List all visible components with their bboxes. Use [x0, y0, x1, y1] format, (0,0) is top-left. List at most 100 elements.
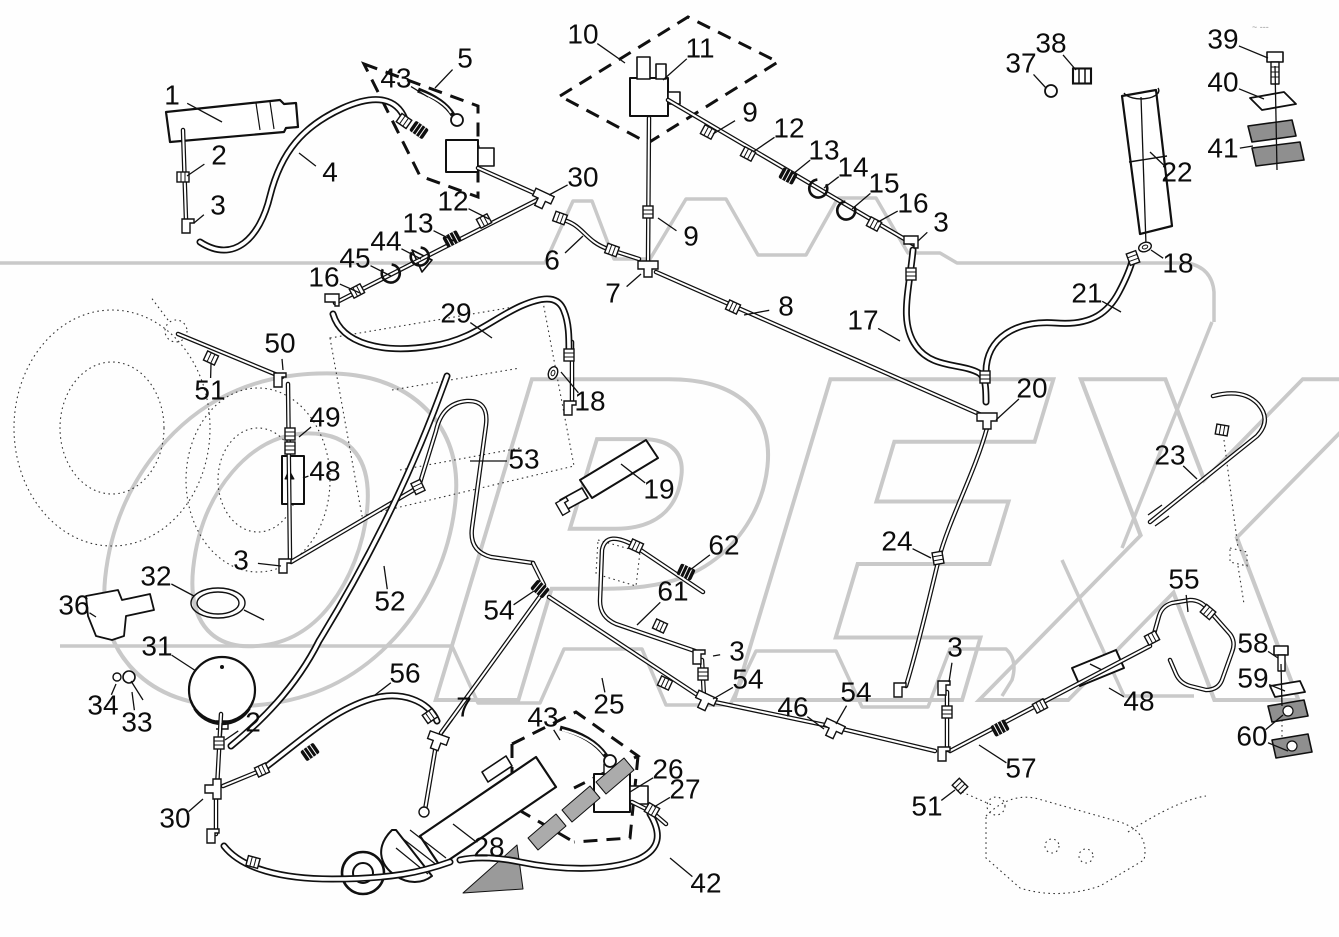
part-solid	[527, 813, 567, 851]
nut-facets	[869, 218, 879, 230]
fitting-nut	[1199, 603, 1217, 621]
fitting-nut	[739, 145, 757, 163]
part-detail-arc	[196, 591, 240, 615]
callout-9: 9	[742, 96, 758, 127]
gray-phantom-line	[60, 644, 1016, 709]
pipe-core	[1151, 598, 1235, 692]
nut-facets	[412, 482, 424, 492]
fitting-elbow	[903, 235, 919, 249]
callout-leader-44	[401, 248, 422, 260]
fitting-dark	[676, 563, 696, 581]
fittings-layer	[176, 67, 1230, 870]
fitting-elbow	[324, 293, 340, 307]
nut-facets	[425, 710, 435, 722]
fitting-dark	[300, 743, 320, 761]
tee-body	[531, 187, 556, 210]
dotted-silhouette	[1229, 547, 1248, 567]
callout-5: 5	[457, 42, 473, 73]
callout-54: 54	[483, 594, 514, 625]
callout-56: 56	[389, 657, 420, 688]
pipe-core	[949, 645, 1151, 752]
fitting-nut	[656, 675, 674, 691]
page-artifact: ~ ---	[1252, 22, 1269, 32]
callout-leader-1	[186, 102, 223, 123]
part-circle	[450, 113, 464, 127]
fitting-nut	[642, 205, 654, 219]
part-solid	[255, 101, 275, 131]
callout-leader-40	[1238, 88, 1265, 100]
callout-8: 8	[778, 290, 794, 321]
nut-body	[951, 777, 969, 795]
callout-23: 23	[1154, 439, 1185, 470]
nut-body	[1071, 67, 1093, 85]
tee-body	[822, 717, 847, 740]
clamp-body	[808, 178, 829, 199]
part-solid	[1249, 91, 1297, 111]
callout-leader-56	[374, 682, 392, 696]
elbow-body	[206, 828, 220, 844]
callout-leader-3	[712, 654, 721, 657]
tee-body	[976, 412, 998, 430]
callout-2: 2	[211, 139, 227, 170]
callout-leader-27	[653, 796, 671, 808]
dotted-silhouette	[329, 301, 575, 517]
axis-line	[1140, 96, 1147, 246]
fitting-nut	[176, 171, 190, 183]
elbow-body	[937, 746, 951, 762]
fitting-nut	[563, 348, 575, 362]
nut-facets	[954, 780, 966, 792]
callout-13: 13	[402, 207, 433, 238]
nut-facets	[285, 431, 295, 437]
part-solid	[281, 455, 305, 505]
fitting-nut	[284, 427, 296, 441]
callout-13: 13	[808, 134, 839, 165]
callout-leader-3	[193, 214, 205, 224]
callout-20: 20	[1016, 372, 1047, 403]
callout-leader-30	[548, 184, 568, 196]
callout-leader-49	[298, 426, 312, 438]
callout-leader-60	[1265, 714, 1284, 731]
nut-facets	[180, 172, 186, 182]
part-solid	[1251, 141, 1305, 167]
fitting-nut	[284, 441, 296, 455]
nut-body	[931, 550, 945, 566]
nut-body	[284, 441, 296, 455]
elbow-body	[278, 558, 292, 574]
fitting-nut	[410, 478, 426, 496]
pipe-core	[177, 333, 283, 378]
callout-54: 54	[732, 663, 763, 694]
callout-52: 52	[374, 585, 405, 616]
nut-facets	[942, 709, 952, 715]
callout-1: 1	[164, 79, 180, 110]
hose-core	[261, 694, 439, 771]
callout-leader-9	[712, 120, 736, 135]
callout-30: 30	[567, 161, 598, 192]
fitting-clampC	[808, 178, 829, 199]
fitting-elbow	[278, 558, 292, 574]
part-circle	[112, 672, 122, 682]
callout-leader-59	[1268, 683, 1286, 692]
pipe-core	[424, 744, 437, 811]
nut-body	[642, 205, 654, 219]
part-solid	[1089, 663, 1103, 671]
callout-leader-6	[564, 235, 584, 254]
nut-facets	[660, 677, 670, 689]
callout-leader-42	[669, 857, 693, 878]
pipe-core	[532, 562, 545, 586]
washer-outer	[547, 366, 559, 380]
part-solid	[1120, 88, 1174, 236]
pipe-core	[440, 594, 542, 734]
callout-leader-18	[1150, 249, 1164, 259]
callout-leader-3	[917, 231, 928, 242]
hose-core	[229, 374, 449, 748]
fitting-nut	[951, 777, 969, 795]
dotted-silhouette	[961, 791, 995, 807]
part-solid	[561, 729, 605, 755]
callout-32: 32	[140, 560, 171, 591]
fitting-nut	[603, 242, 621, 258]
callout-33: 33	[121, 706, 152, 737]
callout-43: 43	[527, 701, 558, 732]
nut-facets	[655, 620, 665, 632]
fitting-tee	[637, 260, 659, 278]
elbow-body	[903, 235, 919, 249]
